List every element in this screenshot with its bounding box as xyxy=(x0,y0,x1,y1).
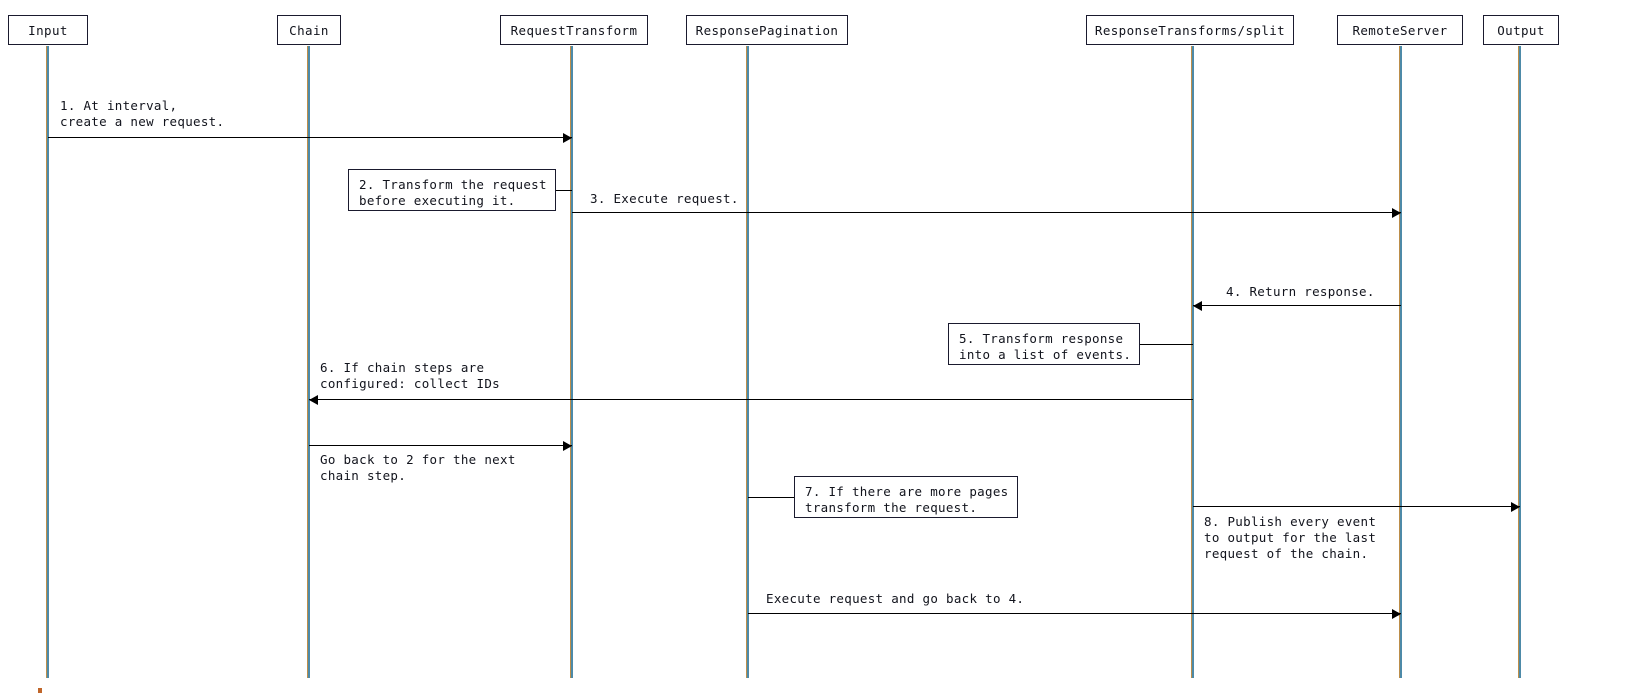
lifeline-input xyxy=(46,46,49,678)
message-line-note-4 xyxy=(309,445,572,446)
note-box-5[interactable]: 5. Transform response into a list of eve… xyxy=(948,323,1140,365)
lifeline-remote_server xyxy=(1399,46,1402,678)
participant-box-response_pagination[interactable]: ResponsePagination xyxy=(686,15,848,45)
participant-box-request_transform[interactable]: RequestTransform xyxy=(500,15,648,45)
arrowhead-right-1 xyxy=(1392,208,1401,218)
message-line-4 xyxy=(1193,305,1401,306)
message-line-1 xyxy=(48,137,572,138)
participant-box-remote_server[interactable]: RemoteServer xyxy=(1337,15,1463,45)
lifeline-response_transforms xyxy=(1191,46,1194,678)
participant-box-input[interactable]: Input xyxy=(8,15,88,45)
message-label-note-4: Go back to 2 for the next chain step. xyxy=(320,452,516,483)
message-label-1: 1. At interval, create a new request. xyxy=(60,98,225,129)
message-label-3: 3. Execute request. xyxy=(590,191,739,206)
lifeline-chain xyxy=(307,46,310,678)
bottom-left-marker xyxy=(38,688,42,693)
message-line-6 xyxy=(309,399,1193,400)
arrowhead-right-5 xyxy=(1511,502,1520,512)
message-line-note-6 xyxy=(748,613,1401,614)
note-box-2[interactable]: 2. Transform the request before executin… xyxy=(348,169,556,211)
arrowhead-right-4 xyxy=(563,441,572,451)
lifeline-request_transform xyxy=(570,46,573,678)
note-connector-7 xyxy=(748,497,794,498)
participant-box-chain[interactable]: Chain xyxy=(277,15,341,45)
message-line-3 xyxy=(572,212,1401,213)
arrowhead-left-2 xyxy=(1193,301,1202,311)
note-connector-2 xyxy=(556,190,572,191)
participant-box-response_transforms[interactable]: ResponseTransforms/split xyxy=(1086,15,1294,45)
arrowhead-right-0 xyxy=(563,133,572,143)
message-label-8: 8. Publish every event to output for the… xyxy=(1204,514,1377,561)
lifeline-response_pagination xyxy=(746,46,749,678)
lifeline-output xyxy=(1518,46,1521,678)
message-label-6: 6. If chain steps are configured: collec… xyxy=(320,360,500,391)
message-line-8 xyxy=(1193,506,1520,507)
participant-box-output[interactable]: Output xyxy=(1483,15,1559,45)
arrowhead-left-3 xyxy=(309,395,318,405)
note-connector-5 xyxy=(1140,344,1193,345)
message-label-note-6: Execute request and go back to 4. xyxy=(766,591,1025,606)
arrowhead-right-6 xyxy=(1392,609,1401,619)
message-label-4: 4. Return response. xyxy=(1226,284,1375,299)
note-box-7[interactable]: 7. If there are more pages transform the… xyxy=(794,476,1018,518)
